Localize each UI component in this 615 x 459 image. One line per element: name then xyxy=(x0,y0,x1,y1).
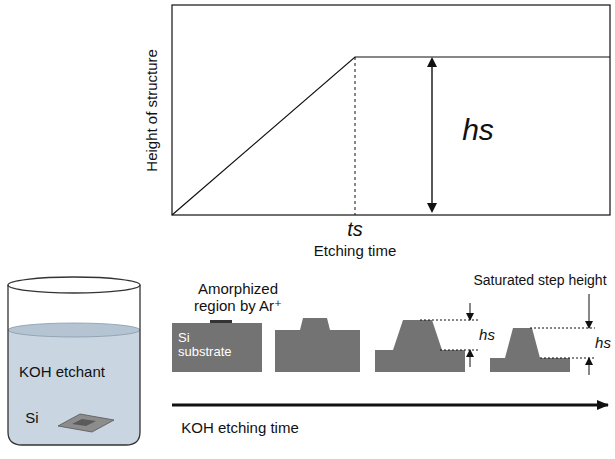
region-label: Amorphized region by Ar⁺ xyxy=(182,281,294,315)
substrate-label: Si substrate xyxy=(178,331,240,360)
beaker xyxy=(8,277,140,445)
chart xyxy=(172,5,610,215)
height-symbol: hs xyxy=(479,327,495,344)
axis-label: Etching time xyxy=(314,243,397,260)
time-arrow xyxy=(172,404,608,407)
height-symbol: hs xyxy=(595,335,611,352)
etchant-label: KOH etchant xyxy=(19,364,105,381)
step-height-marks xyxy=(420,294,595,375)
sample-label: Si xyxy=(25,410,38,427)
height-symbol: hs xyxy=(462,113,494,147)
time-label: KOH etching time xyxy=(181,420,299,437)
etch-sequence xyxy=(210,318,570,372)
time-symbol: ts xyxy=(347,218,363,240)
substrate-block: Si substrate xyxy=(172,323,262,372)
step-label: Saturated step height xyxy=(473,273,606,289)
axis-label: Height of structure xyxy=(144,49,161,172)
